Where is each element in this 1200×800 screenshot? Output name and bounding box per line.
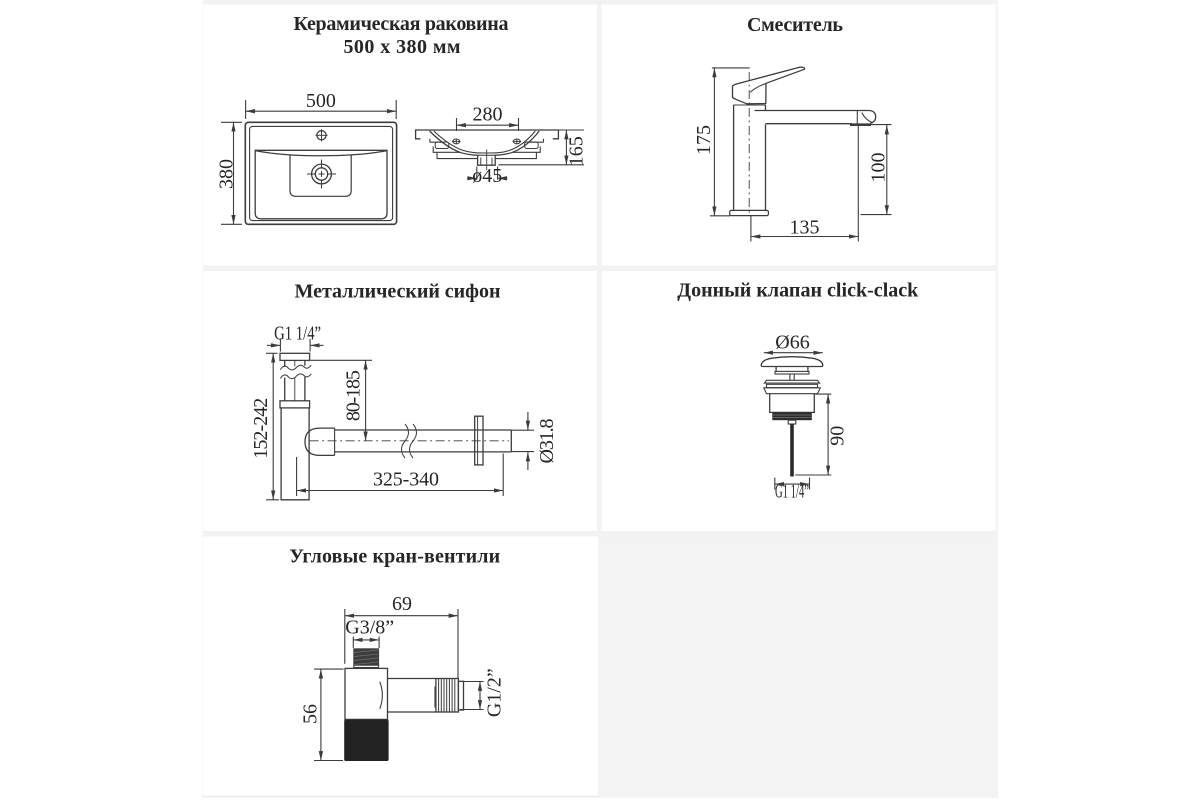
svg-text:G1 1/4”: G1 1/4” xyxy=(274,323,321,345)
svg-text:G1/2”: G1/2” xyxy=(484,668,506,717)
svg-text:Металлический сифон: Металлический сифон xyxy=(295,281,501,303)
svg-text:Ø31.8: Ø31.8 xyxy=(536,419,558,464)
svg-text:G1 1/4”: G1 1/4” xyxy=(775,480,809,502)
svg-text:ø45: ø45 xyxy=(472,165,502,187)
svg-text:325-340: 325-340 xyxy=(373,469,439,491)
svg-text:Керамическая раковина: Керамическая раковина xyxy=(294,13,509,35)
svg-text:135: 135 xyxy=(790,217,820,239)
svg-text:152-242: 152-242 xyxy=(250,398,272,459)
svg-text:Ø66: Ø66 xyxy=(775,332,809,354)
svg-text:Угловые кран-вентили: Угловые кран-вентили xyxy=(289,546,500,568)
svg-text:500: 500 xyxy=(306,90,336,112)
svg-text:Донный клапан click-clack: Донный клапан click-clack xyxy=(677,280,919,302)
svg-text:Смеситель: Смеситель xyxy=(747,14,843,36)
svg-text:56: 56 xyxy=(300,704,322,724)
svg-text:69: 69 xyxy=(392,593,412,615)
svg-text:380: 380 xyxy=(216,159,238,189)
svg-text:G3/8”: G3/8” xyxy=(345,617,394,639)
svg-text:165: 165 xyxy=(566,136,588,166)
svg-text:90: 90 xyxy=(827,426,849,446)
svg-text:100: 100 xyxy=(868,153,890,183)
svg-text:80-185: 80-185 xyxy=(343,370,365,421)
svg-text:280: 280 xyxy=(473,104,503,126)
svg-text:175: 175 xyxy=(693,125,715,155)
svg-text:500 x 380 мм: 500 x 380 мм xyxy=(344,36,461,58)
